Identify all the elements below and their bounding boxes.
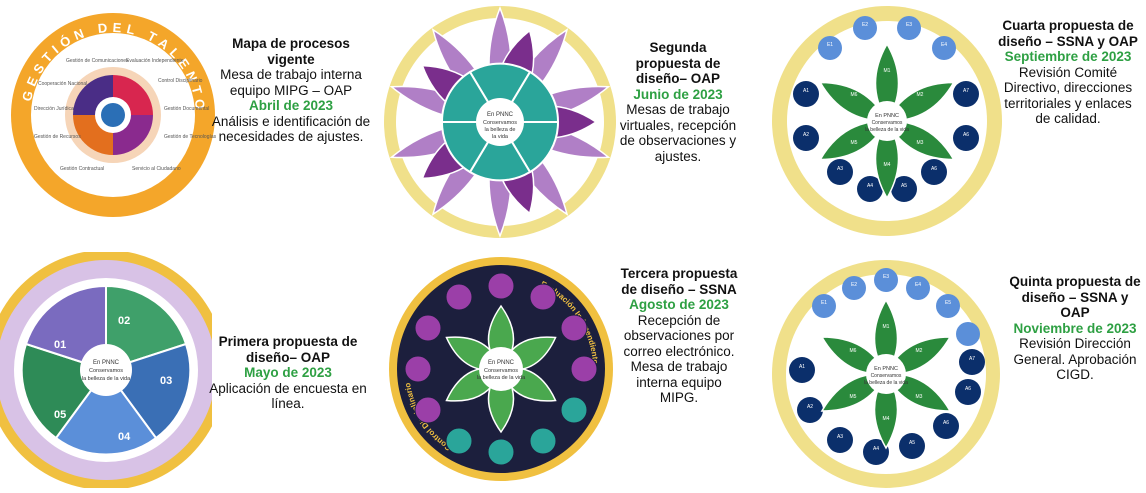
block-2: Segunda propuesta de diseño– OAP Junio d… <box>618 40 738 164</box>
svg-text:M2: M2 <box>916 348 923 354</box>
svg-text:la belleza de la vida: la belleza de la vida <box>864 380 908 386</box>
block-6: Quinta propuesta de diseño – SSNA y OAP … <box>1008 274 1142 383</box>
svg-text:A1: A1 <box>803 88 809 94</box>
block-title: Primera propuesta de diseño– OAP <box>218 334 358 365</box>
svg-text:M6: M6 <box>851 92 858 98</box>
first-proposal-diagram: En PNNC Conservamos la belleza de la vid… <box>0 252 212 488</box>
svg-text:E2: E2 <box>862 22 868 28</box>
svg-text:E2: E2 <box>851 282 857 288</box>
svg-text:Conservamos: Conservamos <box>484 368 518 374</box>
fourth-proposal-diagram: En PNNC Conservamos la belleza de la vid… <box>772 6 1002 236</box>
svg-text:E3: E3 <box>906 22 912 28</box>
svg-text:E4: E4 <box>941 42 947 48</box>
svg-text:la belleza de: la belleza de <box>485 127 516 133</box>
block-desc: Aplicación de encuesta en línea. <box>209 380 367 412</box>
svg-text:A3: A3 <box>837 166 843 172</box>
segment-number: 05 <box>54 409 66 421</box>
block-5: Tercera propuesta de diseño – SSNA Agost… <box>616 266 742 406</box>
svg-text:A6: A6 <box>963 132 969 138</box>
svg-text:la belleza de la vida: la belleza de la vida <box>865 127 909 133</box>
block-3: Cuarta propuesta de diseño – SSNA y OAP … <box>998 18 1138 127</box>
svg-text:Servicio al Ciudadano: Servicio al Ciudadano <box>132 166 181 172</box>
second-proposal-diagram: En PNNC Conservamos la belleza de la vid… <box>384 5 616 239</box>
block-title: Tercera propuesta de diseño – SSNA <box>620 266 738 297</box>
block-date: Junio de 2023 <box>633 86 723 102</box>
block-date: Septiembre de 2023 <box>1004 49 1132 64</box>
block-sub: Mesa de trabajo interna equipo MIPG – OA… <box>220 67 362 98</box>
svg-text:Gestión Documental: Gestión Documental <box>164 106 209 112</box>
svg-text:En PNNC: En PNNC <box>93 360 120 366</box>
block-1: Mapa de procesos vigente Mesa de trabajo… <box>210 36 372 145</box>
block-date: Mayo de 2023 <box>244 365 332 380</box>
block-desc: Mesas de trabajo virtuales, recepción de… <box>619 102 737 164</box>
block-4: Primera propuesta de diseño– OAP Mayo de… <box>206 334 370 412</box>
block-desc: Análisis e identificación de necesidades… <box>211 113 371 145</box>
block-title: Cuarta propuesta de diseño – SSNA y OAP <box>998 18 1138 49</box>
block-desc: Recepción de observaciones por correo el… <box>623 312 735 406</box>
svg-text:M6: M6 <box>850 348 857 354</box>
svg-text:M5: M5 <box>851 140 858 146</box>
svg-text:Gestión de Recursos: Gestión de Recursos <box>34 134 81 140</box>
block-title: Segunda propuesta de diseño– OAP <box>635 40 721 86</box>
svg-text:M1: M1 <box>884 68 891 74</box>
svg-text:M4: M4 <box>884 162 891 168</box>
svg-text:M4: M4 <box>883 416 890 422</box>
svg-text:A2: A2 <box>807 404 813 410</box>
block-date: Agosto de 2023 <box>629 297 729 312</box>
segment-number: 03 <box>160 375 172 387</box>
svg-text:A6: A6 <box>943 420 949 426</box>
svg-text:A7: A7 <box>963 88 969 94</box>
block-date: Noviembre de 2023 <box>1013 320 1137 336</box>
svg-text:Conservamos: Conservamos <box>872 120 903 126</box>
svg-text:E1: E1 <box>827 42 833 48</box>
svg-text:M3: M3 <box>916 394 923 400</box>
svg-text:E5: E5 <box>945 300 951 306</box>
svg-text:En PNNC: En PNNC <box>487 112 514 118</box>
block-desc: Revisión Dirección General. Aprobación C… <box>1013 336 1137 382</box>
svg-text:E1: E1 <box>821 300 827 306</box>
svg-text:En PNNC: En PNNC <box>488 360 515 366</box>
svg-text:M1: M1 <box>883 324 890 330</box>
segment-number: 02 <box>118 315 130 327</box>
svg-text:M2: M2 <box>917 92 924 98</box>
svg-text:En PNNC: En PNNC <box>875 113 899 119</box>
svg-text:A1: A1 <box>799 364 805 370</box>
fifth-proposal-diagram: En PNNC Conservamos la belleza de la vid… <box>772 260 1000 488</box>
svg-text:Control Disciplinario: Control Disciplinario <box>158 78 203 84</box>
svg-text:A2: A2 <box>803 132 809 138</box>
svg-text:M3: M3 <box>917 140 924 146</box>
svg-text:la vida: la vida <box>492 134 509 140</box>
svg-text:Conservamos: Conservamos <box>483 120 517 126</box>
svg-text:A4: A4 <box>873 446 879 452</box>
svg-text:Gestión de Comunicaciones: Gestión de Comunicaciones <box>66 58 129 64</box>
block-title: Quinta propuesta de diseño – SSNA y OAP <box>1009 274 1141 320</box>
svg-text:Conservamos: Conservamos <box>89 368 123 374</box>
svg-text:A5: A5 <box>901 183 907 189</box>
svg-text:A6: A6 <box>931 166 937 172</box>
svg-text:la belleza de la vida: la belleza de la vida <box>477 375 526 381</box>
svg-text:Gestión Contractual: Gestión Contractual <box>60 166 104 172</box>
block-title: Mapa de procesos vigente <box>232 36 350 67</box>
svg-text:Conservamos: Conservamos <box>871 373 902 379</box>
svg-text:Gestión de Tecnologías: Gestión de Tecnologías <box>164 134 217 140</box>
svg-text:A6: A6 <box>965 386 971 392</box>
svg-text:En PNNC: En PNNC <box>874 366 898 372</box>
segment-number: 01 <box>54 339 66 351</box>
segment-number: 04 <box>118 431 131 443</box>
svg-text:E3: E3 <box>883 274 889 280</box>
svg-text:Evaluación Independiente: Evaluación Independiente <box>126 58 184 64</box>
block-desc: Revisión Comité Directivo, direcciones t… <box>1003 64 1133 127</box>
block-date: Abril de 2023 <box>248 98 334 113</box>
svg-text:A7: A7 <box>969 356 975 362</box>
third-proposal-diagram: Control Disciplinario Evaluación Indepen… <box>389 257 613 481</box>
svg-text:A4: A4 <box>867 183 873 189</box>
svg-text:Dirección Jurídica: Dirección Jurídica <box>34 106 74 112</box>
process-map-current-diagram: GESTIÓN DEL TALENTO HUMANO Gestión de Co… <box>8 10 217 217</box>
svg-text:A3: A3 <box>837 434 843 440</box>
svg-text:la belleza de la vida: la belleza de la vida <box>82 376 131 382</box>
svg-text:Cooperación Nacional: Cooperación Nacional <box>38 81 87 87</box>
svg-text:A5: A5 <box>909 440 915 446</box>
svg-text:M5: M5 <box>850 394 857 400</box>
svg-text:E4: E4 <box>915 282 921 288</box>
